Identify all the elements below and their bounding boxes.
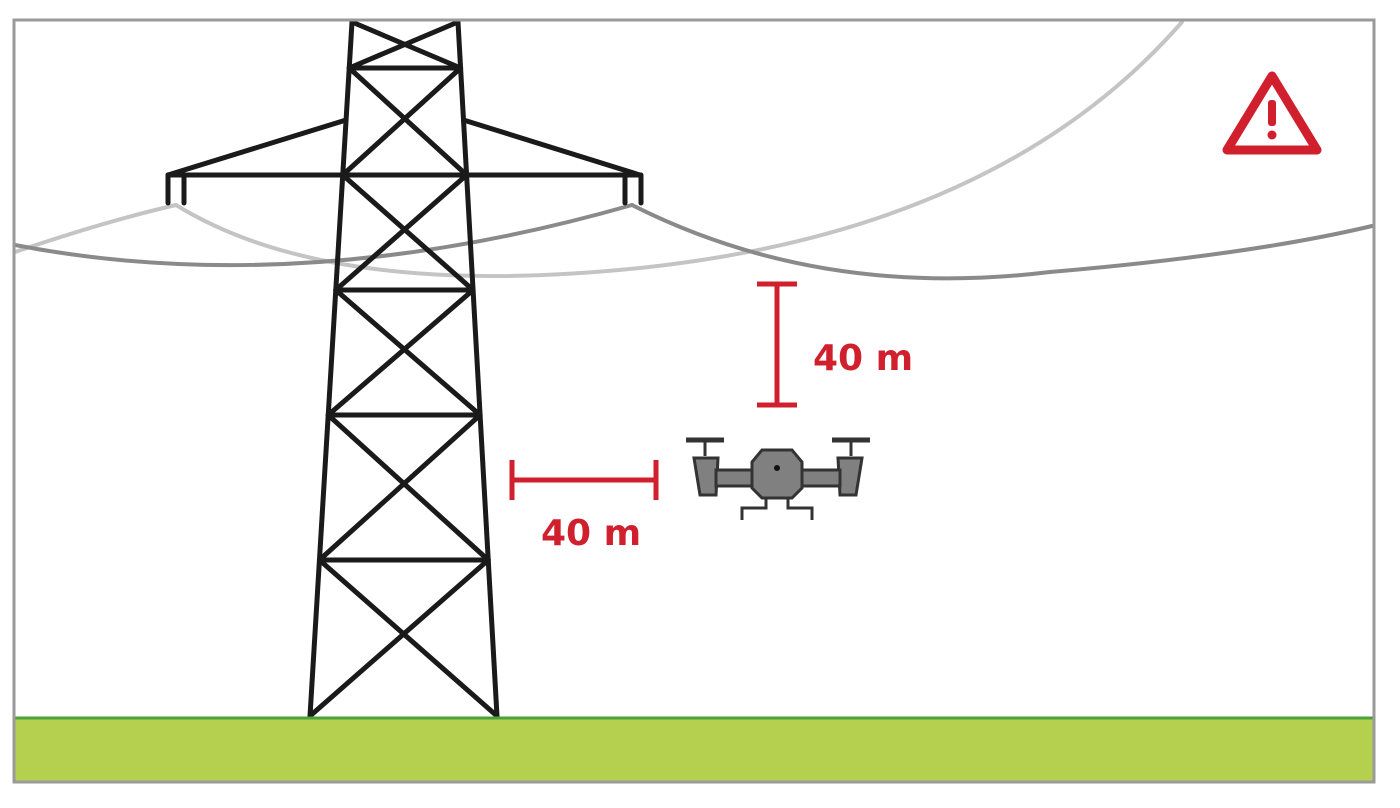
ground — [15, 718, 1373, 781]
tower-brace — [316, 557, 500, 719]
vertical-distance-label: 40 m — [813, 338, 913, 379]
horizontal-distance-marker — [509, 460, 659, 500]
vertical-distance-marker — [757, 281, 797, 408]
tower-right-leg — [455, 19, 500, 719]
warning-triangle-icon — [1222, 71, 1322, 155]
horizontal-distance-label: 40 m — [541, 513, 641, 554]
drone-icon — [686, 437, 870, 520]
wire-light-left — [13, 203, 178, 254]
tower-brace — [346, 19, 461, 71]
tower-brace — [333, 287, 483, 418]
tower-arm-strut — [165, 117, 349, 178]
tower-brace — [325, 287, 476, 418]
tower-left-leg — [307, 19, 355, 719]
tower-brace — [307, 557, 491, 719]
tower-brace — [340, 172, 476, 293]
tower-brace — [325, 412, 491, 563]
tower-brace — [340, 65, 464, 178]
tower-brace — [346, 65, 470, 178]
tower-brace — [333, 172, 470, 293]
wire-light-big — [174, 20, 1184, 279]
tower-arm-strut — [461, 117, 643, 178]
power-pylon — [165, 19, 644, 719]
wire-dark-right — [630, 203, 1374, 281]
tower-brace — [316, 412, 483, 563]
wire-dark-left — [13, 203, 634, 268]
frame-border — [12, 18, 1376, 784]
power-lines — [13, 20, 1374, 281]
